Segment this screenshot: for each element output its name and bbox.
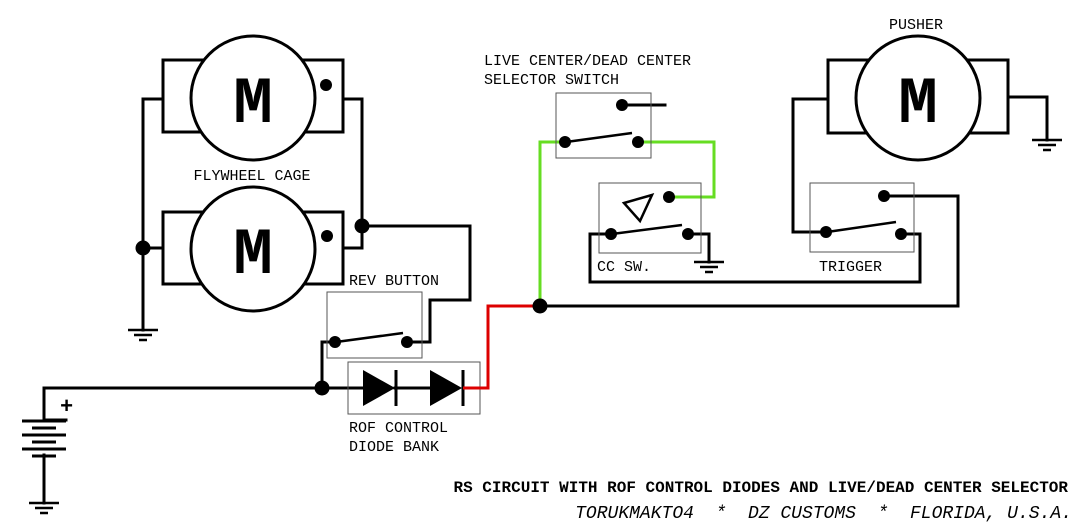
motor-symbol: [189, 34, 317, 162]
junction-node: [314, 380, 330, 396]
selector-box: [555, 92, 652, 159]
diode-2-icon: [430, 370, 462, 406]
diagram-credit: TORUKMAKTO4 * DZ CUSTOMS * FLORIDA, U.S.…: [575, 504, 1072, 524]
rev-button-label: REV BUTTON: [349, 273, 439, 290]
main-bus-wire: [538, 194, 960, 308]
rev-common-terminal: [329, 336, 341, 348]
selector-label-line1: LIVE CENTER/DEAD CENTER: [484, 53, 691, 70]
ground-icon-flywheel: [128, 328, 158, 342]
ground-icon-battery: [29, 501, 59, 515]
trigger-box: [809, 182, 915, 253]
trigger-common-terminal: [820, 226, 832, 238]
trigger-no-terminal: [878, 190, 890, 202]
junction-node: [532, 298, 548, 314]
selector-common-terminal: [559, 136, 571, 148]
cam-triangle-icon: [621, 193, 655, 224]
flywheel-left-rail-wire: [141, 97, 165, 332]
motor-symbol: [854, 34, 982, 162]
diode-bank-label-line2: DIODE BANK: [349, 439, 439, 456]
flywheel-motor-bottom: M: [161, 185, 345, 313]
motor-letter: M: [898, 67, 938, 142]
diode-bank: [347, 361, 486, 415]
battery-icon: [22, 419, 66, 458]
cc-ground-wire: [686, 232, 711, 264]
cc-switch-box: [598, 182, 702, 254]
junction-nodes: [135, 218, 548, 396]
rev-button-blade: [335, 331, 404, 344]
trigger-nc-terminal: [895, 228, 907, 240]
flywheel-cage-label: FLYWHEEL CAGE: [193, 168, 310, 185]
rev-no-terminal: [401, 336, 413, 348]
motor-symbol: [189, 185, 317, 313]
pusher-motor: M: [826, 34, 1010, 162]
flywheel-motor-top: M: [161, 34, 345, 162]
cc-no-terminal: [663, 191, 675, 203]
trigger-switch: [809, 182, 915, 253]
selector-switch: [555, 92, 652, 159]
selector-label-line2: SELECTOR SWITCH: [484, 72, 619, 89]
cc-common-terminal: [605, 228, 617, 240]
selector-nc-terminal: [616, 99, 628, 111]
cc-switch: [598, 182, 702, 254]
polarity-dot: [321, 230, 333, 242]
ground-icon-pusher: [1032, 138, 1062, 152]
rev-button: [326, 291, 423, 359]
cc-nc-terminal: [682, 228, 694, 240]
junction-node: [135, 240, 151, 256]
diagram-title: RS CIRCUIT WITH ROF CONTROL DIODES AND L…: [454, 479, 1069, 497]
motor-letter: M: [233, 67, 273, 142]
wiring: [42, 95, 1049, 505]
cc-switch-label: CC SW.: [597, 259, 651, 276]
cc-switch-blade: [611, 223, 683, 236]
polarity-dot: [320, 79, 332, 91]
selector-blade: [565, 131, 633, 144]
flywheel-right-rail-wire: [341, 97, 364, 250]
battery-plus-label: +: [60, 395, 73, 420]
cc-feed-wire: [638, 140, 716, 199]
diode-1-icon: [363, 370, 395, 406]
trigger-label: TRIGGER: [819, 259, 882, 276]
junction-node: [354, 218, 370, 234]
trigger-blade: [826, 220, 897, 234]
selector-no-terminal: [632, 136, 644, 148]
motor-letter: M: [233, 218, 273, 293]
rev-button-box: [326, 291, 423, 359]
live-center-wire: [538, 140, 565, 306]
battery-positive-wire: [42, 386, 365, 422]
pusher-label: PUSHER: [889, 17, 943, 34]
cc-trigger-return-wire: [588, 232, 922, 284]
ground-icon-cc-switch: [694, 260, 724, 274]
rev-supply-wire: [360, 224, 472, 344]
diode-bank-label-line1: ROF CONTROL: [349, 420, 448, 437]
diode-output-wire: [485, 304, 540, 390]
pusher-ground-wire: [1006, 95, 1049, 142]
